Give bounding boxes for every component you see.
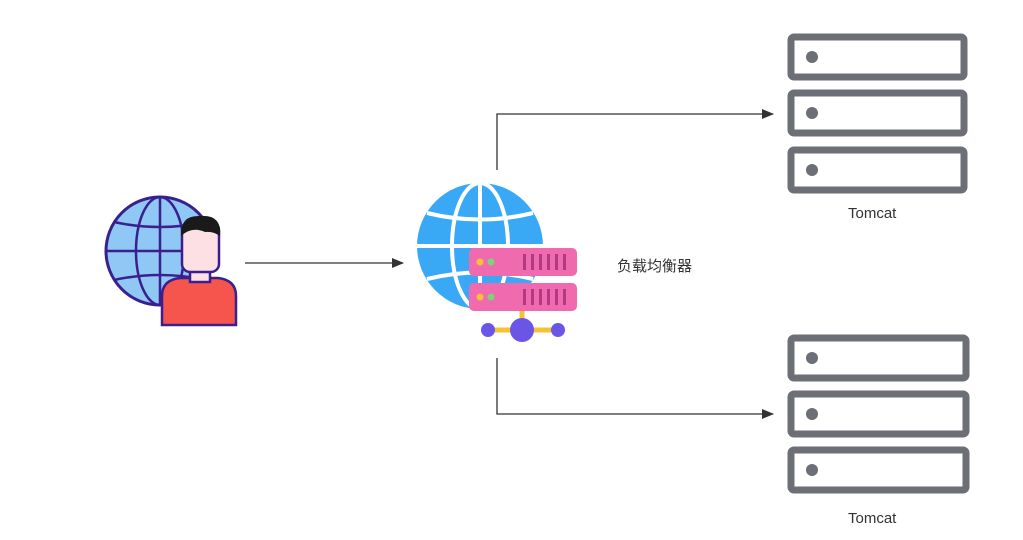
lb-network-icon: [481, 305, 565, 342]
load-balancer-label: 负载均衡器: [617, 258, 693, 275]
lb-to-tomcat-top-arrow: [496, 109, 774, 170]
load-balancer-icon: [417, 181, 577, 342]
client-globe-user-icon: [104, 195, 238, 327]
tomcat-bottom-server-rack-icon: [787, 334, 970, 494]
tomcat-top-server-rack-icon: [787, 33, 968, 194]
lb-to-tomcat-bottom-arrow: [496, 358, 774, 419]
client-user-icon: [160, 215, 238, 327]
tomcat-bottom-label: Tomcat: [848, 510, 897, 527]
tomcat-top-label: Tomcat: [848, 205, 897, 222]
lb-server-unit-1: [469, 248, 577, 276]
lb-globe-icon: [417, 181, 543, 311]
lb-server-unit-2: [469, 283, 577, 311]
